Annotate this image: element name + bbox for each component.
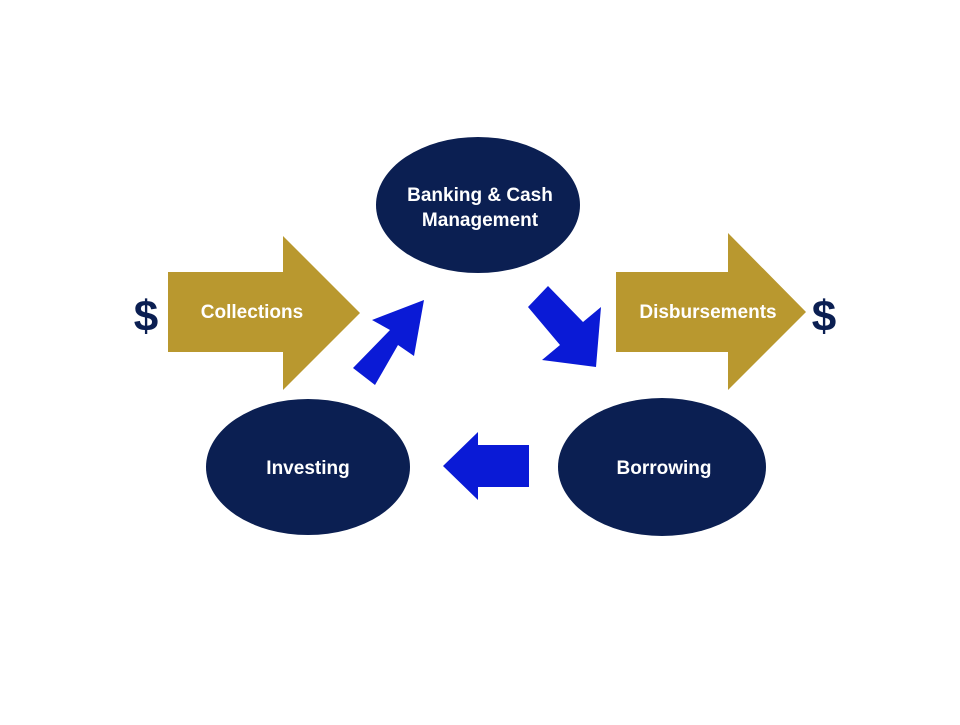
banking-node-label-line2: Management	[422, 210, 539, 231]
dollar-icon: $	[812, 292, 836, 341]
investing-node-shape	[206, 399, 410, 535]
banking-node-shape	[376, 137, 580, 273]
disbursements-arrow	[616, 233, 806, 390]
disbursements-flow: Disbursements $	[616, 233, 836, 390]
borrowing-node: Borrowing	[558, 398, 766, 536]
collections-label: Collections	[201, 302, 303, 323]
arrow-down-right-icon	[528, 286, 601, 367]
collections-arrow	[168, 236, 360, 390]
investing-node-label: Investing	[266, 458, 349, 479]
banking-node-label-line1: Banking & Cash	[407, 185, 553, 206]
dollar-icon: $	[134, 292, 158, 341]
investing-node: Investing	[206, 399, 410, 535]
arrow-up-right-icon	[353, 300, 424, 385]
borrowing-node-shape	[558, 398, 766, 536]
collections-flow: Collections $	[134, 236, 360, 390]
disbursements-label: Disbursements	[639, 302, 776, 323]
borrowing-node-label: Borrowing	[617, 458, 712, 479]
banking-cash-management-node: Banking & Cash Management	[376, 137, 580, 273]
arrow-left-icon	[443, 432, 529, 500]
